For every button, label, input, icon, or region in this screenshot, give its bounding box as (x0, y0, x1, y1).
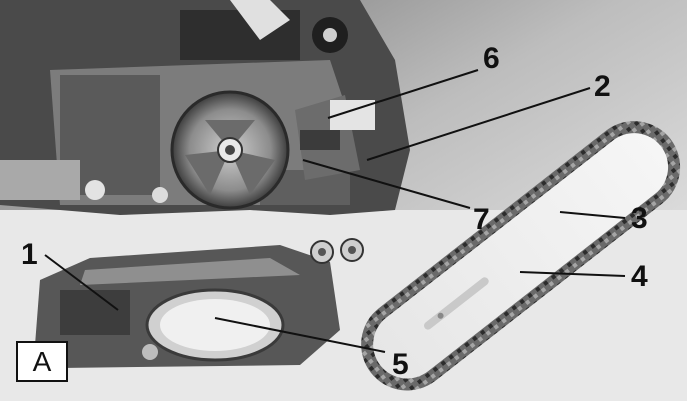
callout-1: 1 (21, 238, 38, 271)
clutch (170, 90, 290, 210)
leader-line-1 (44, 254, 119, 311)
bar-nuts (310, 238, 364, 264)
callout-2: 2 (594, 70, 611, 103)
leader-line-4 (519, 271, 626, 277)
callout-4: 4 (631, 260, 648, 293)
chain-and-bar (361, 121, 681, 391)
callout-5: 5 (392, 348, 409, 381)
leader-line-3 (559, 211, 626, 219)
leader-line-2 (366, 87, 591, 161)
panel-label: A (16, 341, 68, 382)
callout-3: 3 (631, 202, 648, 235)
sprocket-cover (35, 245, 340, 368)
leader-line-6 (327, 69, 479, 119)
leader-lines (44, 69, 626, 353)
leader-line-5 (214, 317, 386, 353)
callout-6: 6 (483, 42, 500, 75)
callout-7: 7 (473, 203, 490, 236)
leader-line-7 (302, 159, 471, 209)
